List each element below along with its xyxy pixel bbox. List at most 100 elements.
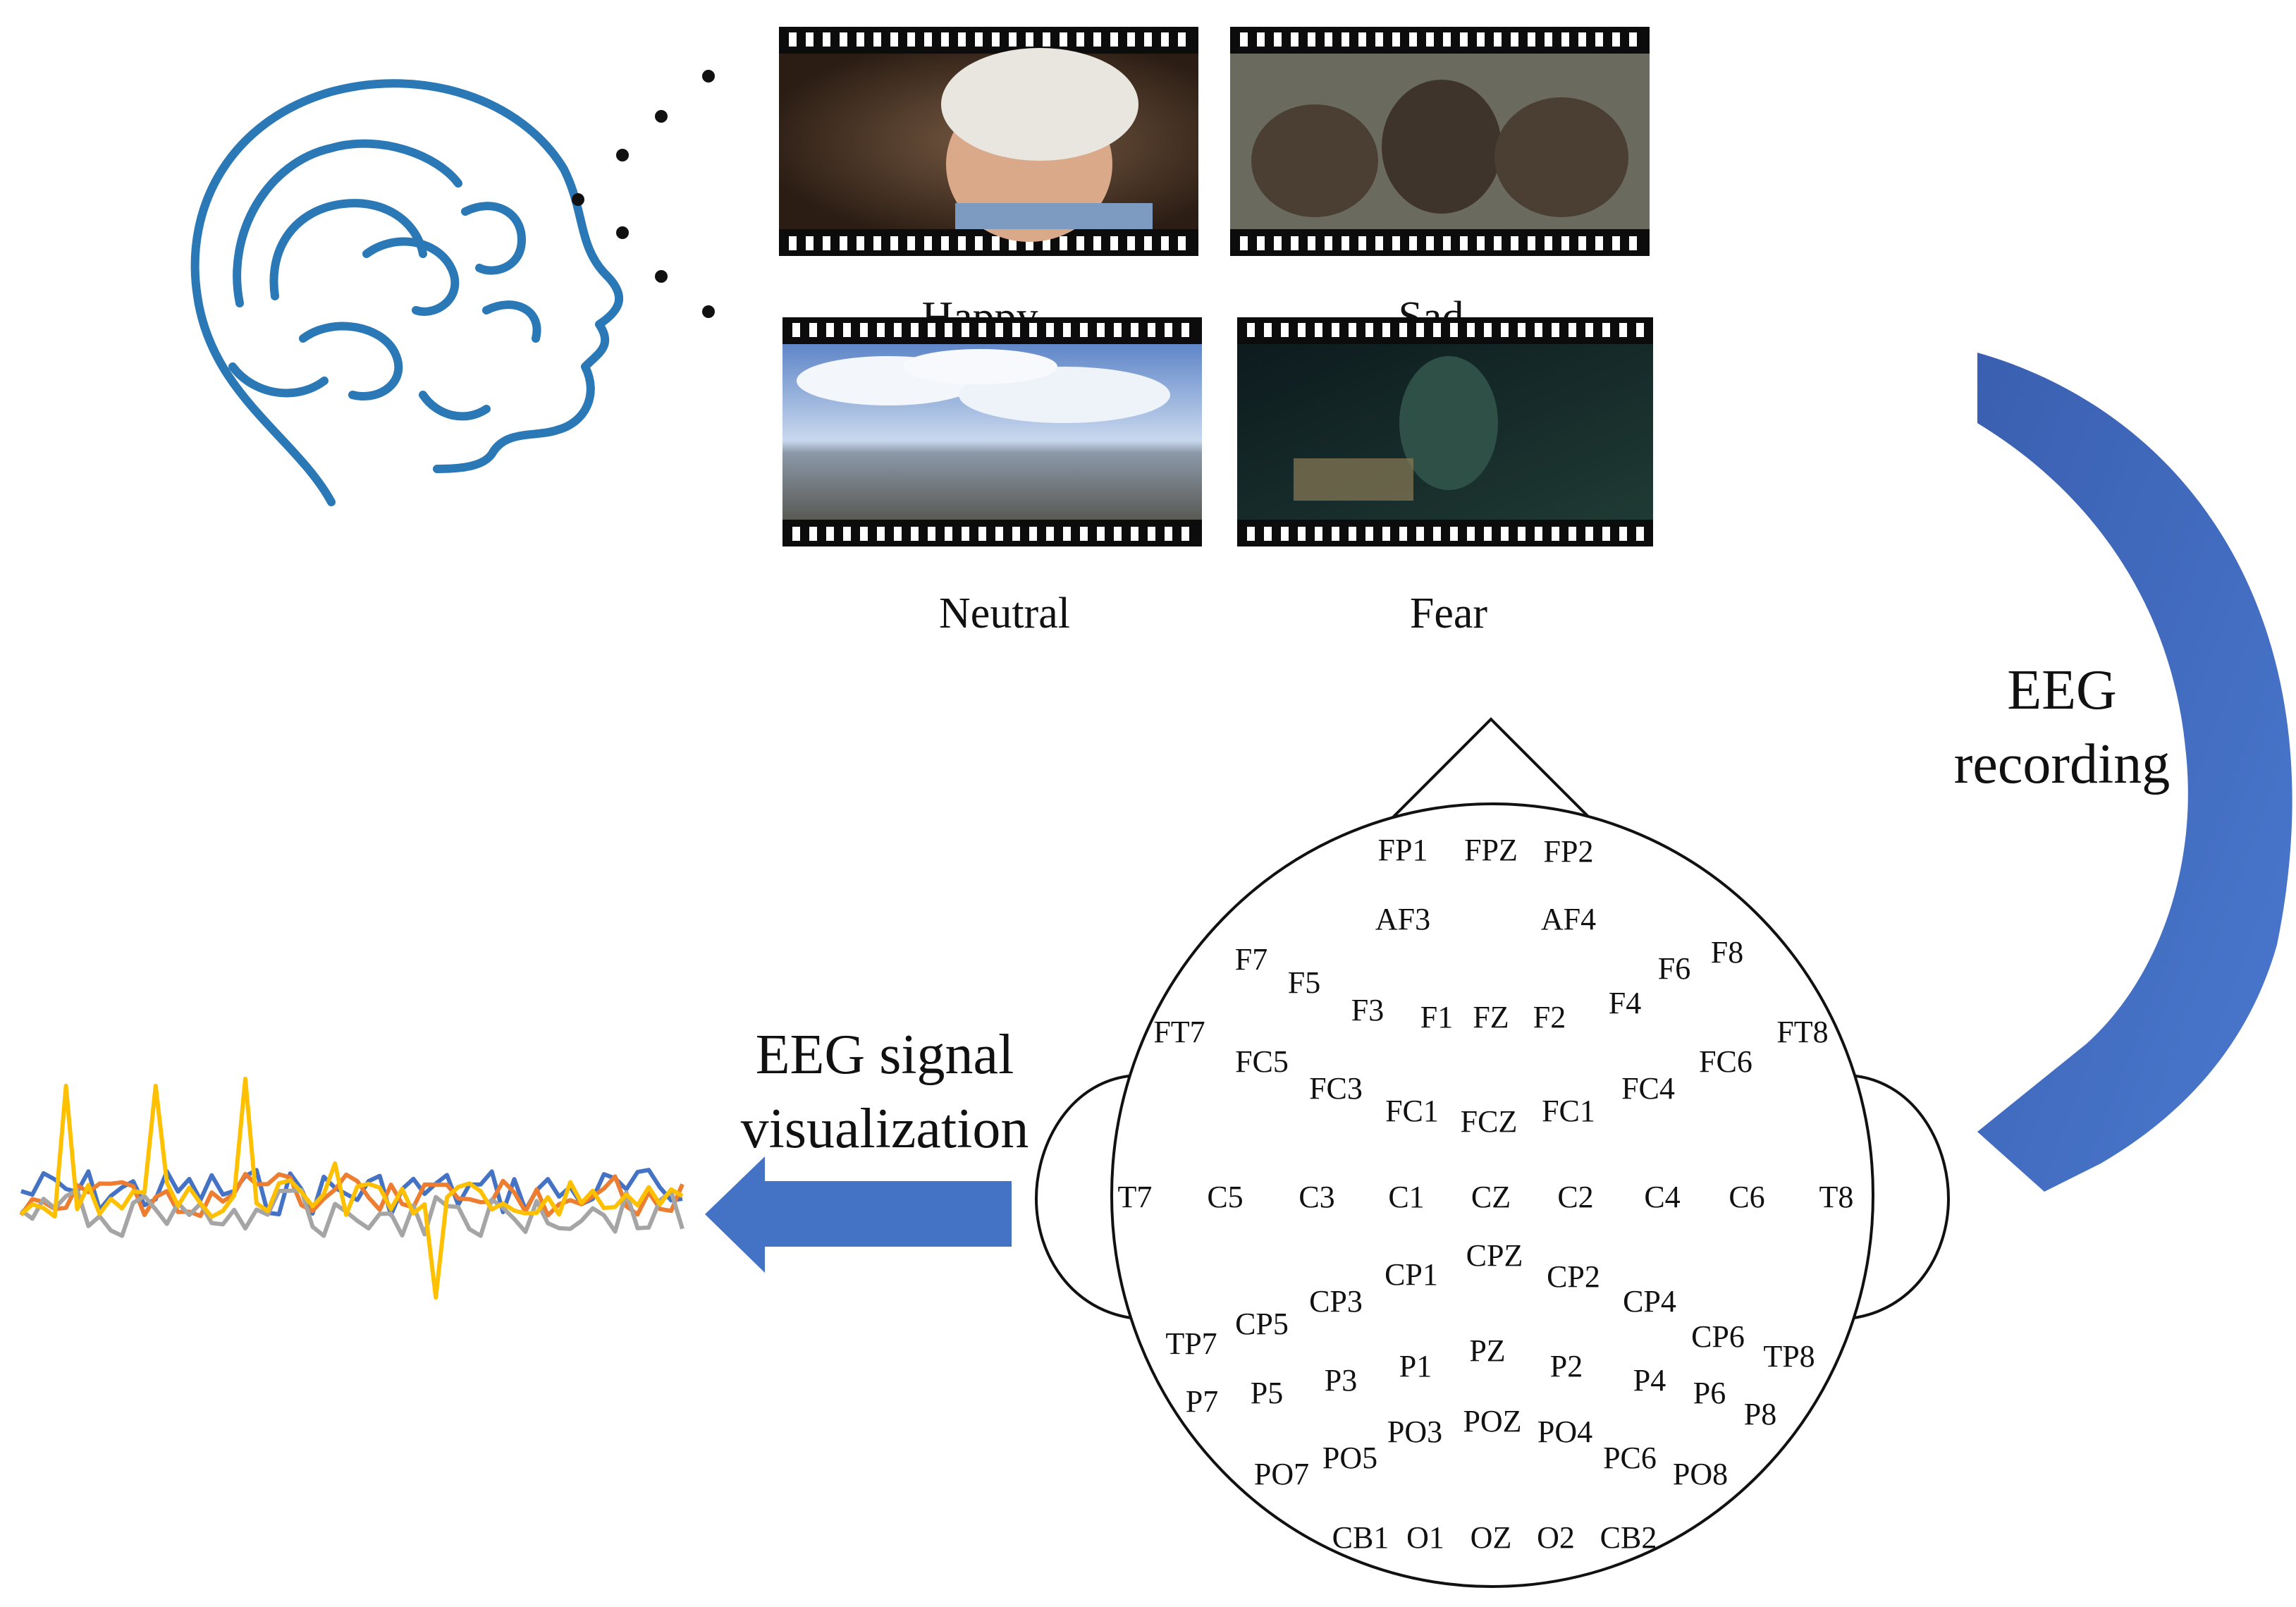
eeg-electrode-cap bbox=[1034, 717, 1951, 1588]
electrode-label: FP2 bbox=[1544, 834, 1594, 869]
electrode-label: P5 bbox=[1251, 1376, 1283, 1410]
visualization-arrow bbox=[705, 1156, 1012, 1273]
electrode-label: TP8 bbox=[1763, 1339, 1815, 1374]
electrode-label: FC1 bbox=[1542, 1094, 1595, 1128]
electrode-label: P1 bbox=[1399, 1349, 1432, 1383]
electrode-label: OZ bbox=[1471, 1520, 1512, 1555]
eeg-trace bbox=[19, 1172, 684, 1218]
electrode-label: F4 bbox=[1609, 986, 1641, 1020]
left-ear bbox=[1034, 1074, 1137, 1320]
electrode-label: PC6 bbox=[1603, 1441, 1657, 1475]
eeg-signal-traces bbox=[19, 1077, 684, 1300]
light-glare bbox=[1294, 458, 1413, 501]
electrode-label: CP6 bbox=[1691, 1319, 1745, 1354]
electrode-label: P6 bbox=[1693, 1376, 1726, 1410]
electrode-label: PO8 bbox=[1673, 1457, 1728, 1491]
electrode-label: PO5 bbox=[1322, 1441, 1377, 1475]
electrode-label: FC4 bbox=[1621, 1071, 1675, 1106]
electrode-label: PO4 bbox=[1537, 1414, 1592, 1449]
clip-sad: Sad bbox=[1230, 27, 1650, 341]
electrode-label: CB1 bbox=[1332, 1520, 1389, 1555]
clip-happy: Happy bbox=[779, 27, 1198, 341]
brain-head-icon bbox=[190, 79, 623, 506]
film-sprocket-holes bbox=[792, 323, 1189, 541]
electrode-label: C2 bbox=[1557, 1180, 1593, 1214]
thought-dots bbox=[572, 70, 715, 318]
electrode-label: FCZ bbox=[1461, 1104, 1518, 1139]
electrode-label: C1 bbox=[1388, 1180, 1424, 1214]
electrode-label: T7 bbox=[1118, 1180, 1153, 1214]
electrode-label: TP7 bbox=[1165, 1326, 1217, 1361]
electrode-label: C4 bbox=[1644, 1180, 1680, 1214]
recording-label-line2: recording bbox=[1954, 733, 2171, 795]
nose bbox=[1387, 717, 1595, 823]
cloud bbox=[902, 349, 1057, 384]
electrode-label: F2 bbox=[1533, 1000, 1566, 1034]
electrode-label: P2 bbox=[1550, 1349, 1583, 1383]
eeg-trace bbox=[20, 1187, 684, 1238]
right-ear bbox=[1848, 1074, 1951, 1320]
baby-clothes bbox=[955, 203, 1153, 229]
electrode-label: C6 bbox=[1729, 1180, 1764, 1214]
figure bbox=[1251, 104, 1378, 217]
electrode-label: CB2 bbox=[1600, 1520, 1657, 1555]
electrode-label: C3 bbox=[1299, 1180, 1334, 1214]
electrode-label: F8 bbox=[1711, 935, 1743, 970]
electrode-label: PO3 bbox=[1387, 1414, 1442, 1449]
clip-label-neutral: Neutral bbox=[939, 589, 1070, 637]
electrode-label: F3 bbox=[1351, 993, 1384, 1027]
electrode-label: O2 bbox=[1537, 1520, 1575, 1555]
electrode-label: P8 bbox=[1744, 1397, 1776, 1431]
electrode-label: CP1 bbox=[1385, 1257, 1438, 1292]
visualization-label-line2: visualization bbox=[741, 1098, 1029, 1160]
electrode-label: CP3 bbox=[1309, 1284, 1363, 1319]
recording-curved-arrow bbox=[1977, 353, 2292, 1192]
scalp-outline bbox=[1110, 802, 1874, 1588]
stimulus-clips: HappySadNeutral Fear bbox=[779, 27, 1653, 637]
electrode-label: FC3 bbox=[1309, 1071, 1363, 1106]
electrode-label: P7 bbox=[1186, 1384, 1218, 1419]
electrode-label: CPZ bbox=[1466, 1238, 1523, 1273]
electrode-label: O1 bbox=[1406, 1520, 1444, 1555]
recording-label-line1: EEG bbox=[2007, 659, 2117, 721]
electrode-label: FC6 bbox=[1699, 1044, 1752, 1079]
clip-label-fear: Fear bbox=[1410, 589, 1488, 637]
electrode-label: F5 bbox=[1288, 965, 1320, 1000]
eeg-trace bbox=[20, 1077, 684, 1300]
electrode-label: F7 bbox=[1235, 942, 1267, 977]
electrode-label: T8 bbox=[1819, 1180, 1854, 1214]
electrode-label: FT7 bbox=[1153, 1015, 1205, 1049]
electrode-label: FT8 bbox=[1776, 1015, 1828, 1049]
electrode-label: F1 bbox=[1420, 1000, 1453, 1034]
electrode-label: CP2 bbox=[1547, 1259, 1600, 1294]
electrode-label: POZ bbox=[1463, 1404, 1521, 1438]
clip-fear: Fear bbox=[1237, 317, 1653, 637]
electrode-label: CP5 bbox=[1235, 1307, 1289, 1341]
electrode-label: FC1 bbox=[1385, 1094, 1439, 1128]
film-sprocket-holes bbox=[1240, 32, 1637, 250]
electrode-label: PZ bbox=[1469, 1333, 1505, 1368]
electrode-label: PO7 bbox=[1254, 1457, 1309, 1491]
figure bbox=[1382, 80, 1502, 214]
electrode-label: FC5 bbox=[1235, 1044, 1289, 1079]
electrode-label: P4 bbox=[1633, 1363, 1666, 1398]
electrode-label: AF4 bbox=[1541, 902, 1596, 936]
film-sprocket-holes bbox=[1247, 323, 1644, 541]
electrode-label: FPZ bbox=[1464, 833, 1518, 867]
clip-neutral: Neutral bbox=[782, 317, 1202, 637]
electrode-label: FZ bbox=[1473, 1000, 1509, 1034]
electrode-label: P3 bbox=[1325, 1363, 1357, 1398]
electrode-label: CP4 bbox=[1623, 1284, 1676, 1319]
electrode-label: FP1 bbox=[1378, 833, 1428, 867]
electrode-label: F6 bbox=[1658, 951, 1690, 986]
electrode-label: C5 bbox=[1207, 1180, 1243, 1214]
electrode-label: CZ bbox=[1471, 1180, 1511, 1214]
figure bbox=[1494, 97, 1628, 217]
film-sprocket-holes bbox=[789, 32, 1186, 250]
figure-face bbox=[1399, 356, 1498, 490]
knit-hat bbox=[941, 48, 1138, 161]
electrode-label: AF3 bbox=[1375, 902, 1430, 936]
visualization-label-line1: EEG signal bbox=[756, 1024, 1014, 1086]
